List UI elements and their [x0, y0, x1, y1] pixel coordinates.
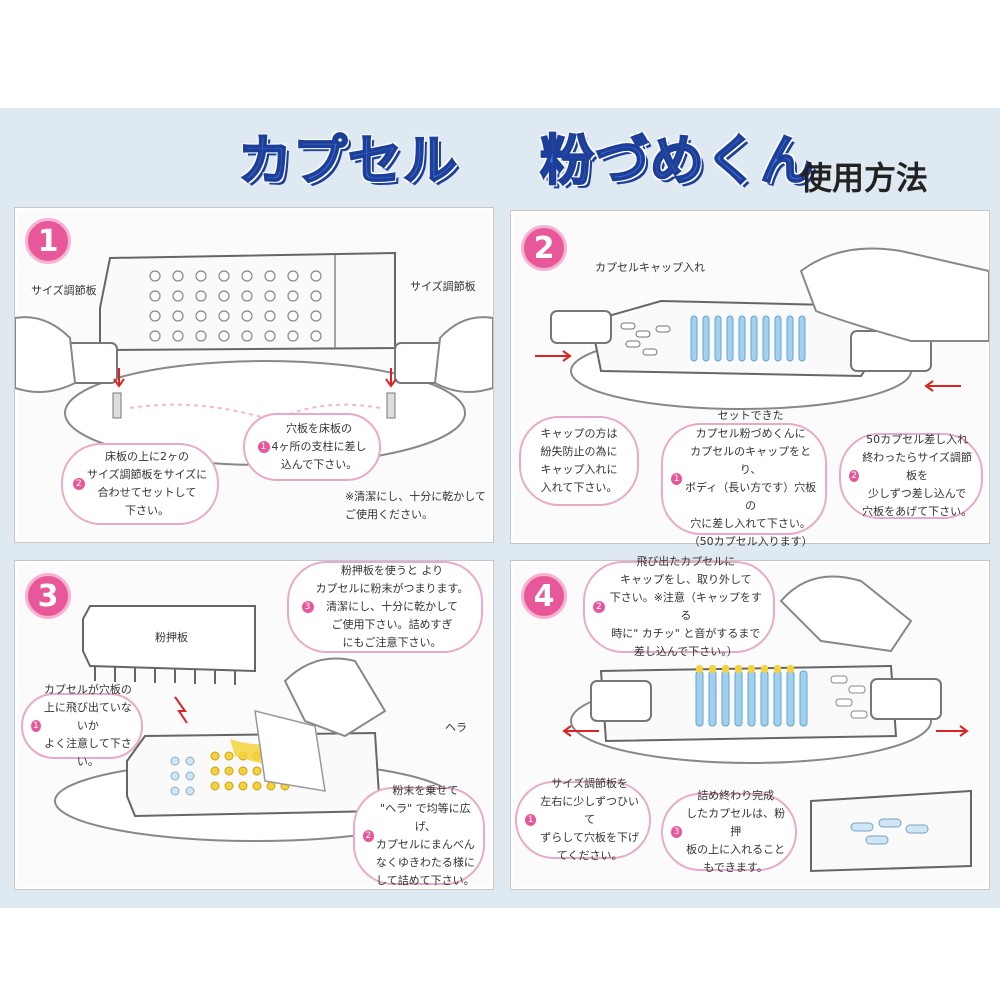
size-adjust-plate-label-right: サイズ調節板: [410, 280, 476, 293]
bubble-text: サイズ調節板を 左右に少しずつひいて ずらして穴板を下げ てください。: [540, 777, 640, 862]
bubble-number-badge: 3: [671, 826, 683, 838]
step-1-note: ※清潔にし、十分に乾かして ご使用ください。: [345, 490, 486, 521]
bubble-number-badge: 2: [363, 830, 374, 842]
step-3-illustration: [54, 605, 456, 842]
bubble-text: 穴板を床板の 4ヶ所の支柱に差し 込んで下さい。: [271, 422, 367, 471]
bubble-text: 詰め終わり完成 したカプセルは、粉押 板の上に入れること もできます。: [686, 789, 786, 874]
bubble-text: 粉押板を使うと より カプセルに粉末がつまります。 清潔にし、十分に乾かして ご…: [315, 564, 469, 649]
step-4-panel: 4 2 飛び出たカプセルに キャップをし、取り外して 下さい。※注意（キャップをす…: [510, 555, 990, 890]
bubble-text: 粉末を乗せて "ヘラ" で均等に広げ、 カプセルにまんべん なくゆきわたる様に …: [375, 784, 475, 887]
bubble-text: 床板の上に2ヶの サイズ調節板をサイズに 合わせてセットして 下さい。: [86, 450, 208, 517]
title-product-name: 粉づめくん: [539, 128, 815, 193]
step-3-number: 3: [25, 573, 71, 619]
bubble-text: 50カプセル差し入れ 終わったらサイズ調節板を 少しずつ差し込んで 穴板をあげて…: [862, 433, 973, 518]
spatula-label: ヘラ: [445, 721, 467, 734]
step-1-number: 1: [25, 218, 71, 264]
bubble-number-badge: 1: [31, 720, 41, 732]
step-2-bubble-1: キャップの方は 紛失防止の為に キャップ入れに 入れて下さい。: [519, 416, 639, 506]
size-adjust-plate-label-left: サイズ調節板: [31, 284, 97, 297]
capsule-cap-holder-label: カプセルキャップ入れ: [595, 261, 705, 274]
bubble-text: カプセルが穴板の 上に飛び出ていないか よく注意して下さい。: [43, 683, 132, 768]
bubble-number-badge: 1: [525, 814, 537, 826]
title-usage: 使用方法: [800, 159, 929, 197]
powder-press-plate-label: 粉押板: [155, 631, 188, 644]
bubble-number-badge: 2: [72, 478, 85, 490]
step-2-illustration: [535, 247, 989, 410]
step-4-bubble-1: 2 飛び出たカプセルに キャップをし、取り外して 下さい。※注意（キャップをする …: [583, 555, 775, 658]
bubble-text: 飛び出たカプセルに キャップをし、取り外して 下さい。※注意（キャップをする 時…: [609, 555, 762, 658]
step-4-illustration: [562, 575, 972, 873]
step-2-number: 2: [521, 225, 567, 271]
title-capsule: カプセル: [237, 128, 458, 193]
bubble-number-badge: 2: [593, 601, 605, 613]
step-4-number: 4: [521, 573, 567, 619]
bubble-text: セットできた カプセル粉づめくんに カプセルのキャップをとり、 ボディ（長い方で…: [684, 409, 817, 548]
bubble-number-badge: 1: [671, 473, 683, 485]
bubble-text: キャップの方は 紛失防止の為に キャップ入れに 入れて下さい。: [540, 427, 618, 494]
step-2-panel: 2 カプセルキャップ入れ キャップの方は 紛失防止の為に キャップ入れに 入れて…: [510, 210, 990, 548]
bubble-number-badge: 1: [257, 441, 270, 453]
bubble-number-badge: 2: [849, 470, 860, 482]
bubble-number-badge: 3: [301, 601, 314, 613]
